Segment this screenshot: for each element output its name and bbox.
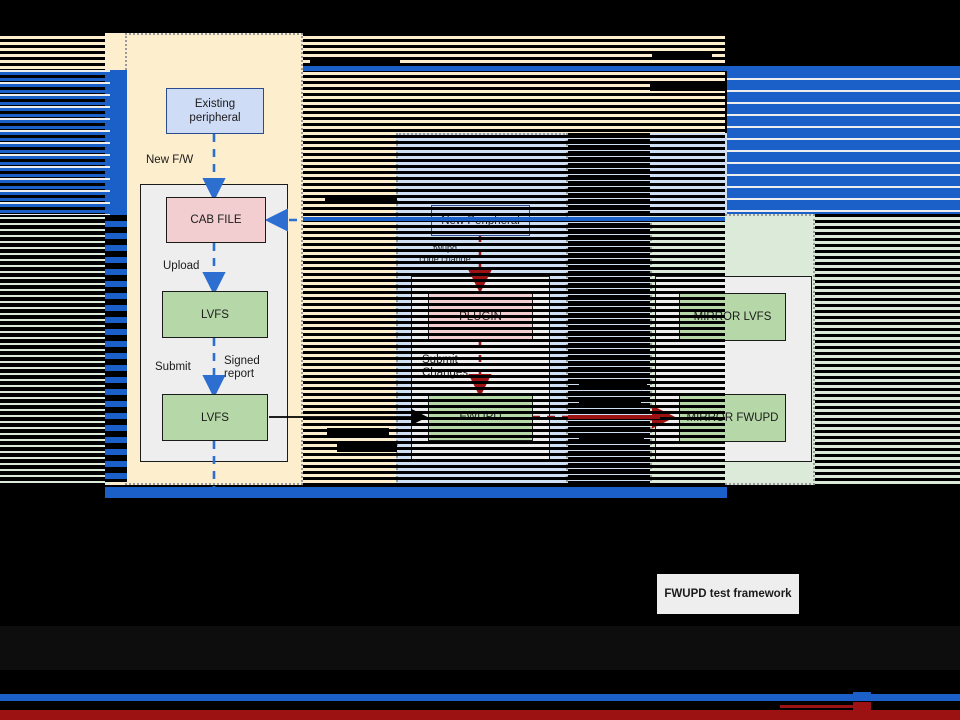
node-lvfs-upload[interactable]: LVFS — [162, 291, 268, 338]
node-lvfs-submit[interactable]: LVFS — [162, 394, 268, 441]
redaction-bar-4 — [325, 197, 397, 204]
legend-line-red-long — [0, 710, 960, 720]
legend-marker-red — [853, 702, 871, 720]
interlace-blue-block-left — [0, 70, 110, 215]
redaction-bar-8 — [327, 428, 389, 436]
edge-label-new-fw: New F/W — [146, 154, 194, 166]
node-fwupd-test-framework-visible[interactable]: FWUPD test framework — [657, 574, 799, 614]
redaction-bar-7 — [579, 433, 644, 441]
node-plugin[interactable]: PLUGIN — [428, 291, 533, 342]
node-mirror-fwupd[interactable]: MIRROR FWUPD — [679, 394, 786, 442]
edge-label-submit-changes: Submit Changes — [422, 354, 469, 379]
dark-panel-strip — [0, 626, 960, 670]
redaction-bar-6 — [579, 397, 641, 404]
interlace-blue-block-right — [727, 66, 960, 214]
edge-label-fwupd-code-change: fwupd code change — [419, 243, 471, 264]
node-existing-peripheral[interactable]: Existing peripheral — [166, 88, 264, 134]
lane-separator-line-mid — [303, 217, 725, 221]
lane-separator-line-red — [568, 415, 660, 419]
lane-separator-line-top — [303, 66, 960, 71]
interlace-blue-bar-vertical — [105, 70, 127, 482]
redaction-bar-2 — [652, 52, 712, 57]
edge-label-signed-report: Signed report — [224, 355, 260, 380]
node-cab-file[interactable]: CAB FILE — [166, 197, 266, 243]
black-separator-strip — [0, 498, 960, 626]
node-fwupd[interactable]: FWUPD — [428, 393, 533, 441]
edge-label-upload: Upload — [163, 260, 200, 272]
node-mirror-lvfs[interactable]: MIRROR LVFS — [679, 293, 786, 341]
redaction-bar-1 — [310, 59, 400, 66]
redaction-bar-5 — [579, 380, 647, 387]
bottom-blue-band — [105, 487, 727, 498]
legend-line-blue-long — [0, 694, 960, 701]
redaction-bar-3 — [650, 84, 725, 91]
black-band-lower — [0, 670, 960, 692]
edge-label-submit: Submit — [155, 361, 191, 373]
redaction-bar-9 — [337, 444, 397, 452]
legend-line-red-short — [780, 705, 870, 708]
